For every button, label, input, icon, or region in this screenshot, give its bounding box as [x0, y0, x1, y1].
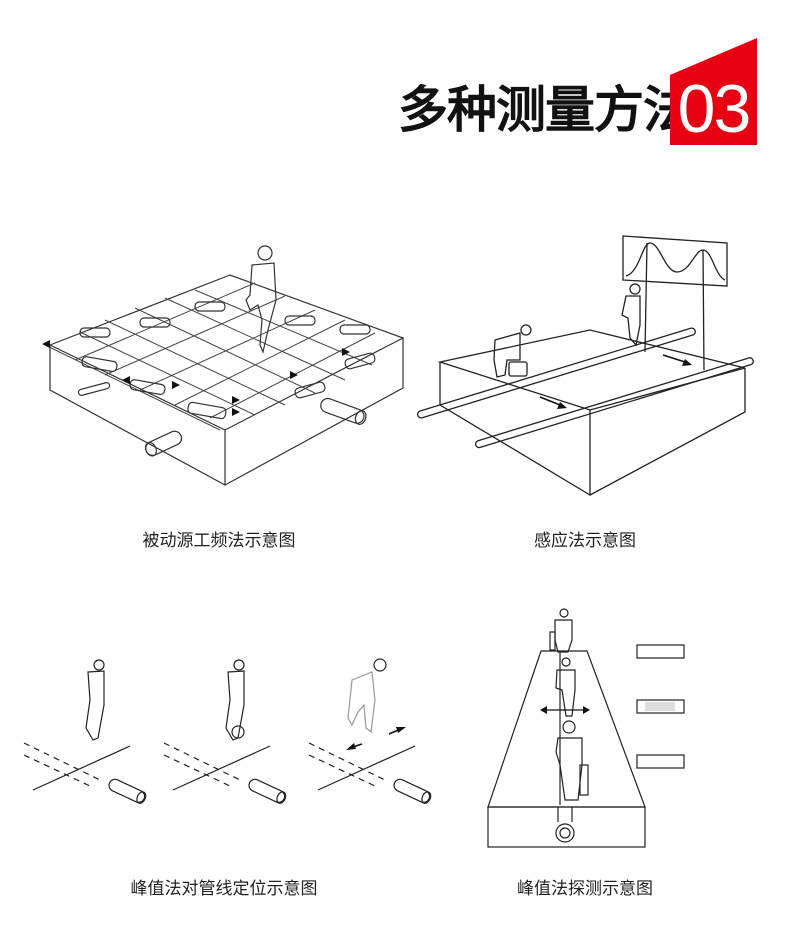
caption-peak-detection: 峰值法探测示意图	[517, 879, 653, 899]
caption-induction: 感应法示意图	[534, 531, 636, 551]
caption-peak-pipeline-positioning: 峰值法对管线定位示意图	[130, 879, 318, 899]
badge-background	[670, 38, 757, 145]
caption-passive-power-frequency: 被动源工频法示意图	[142, 531, 296, 551]
section-number-badge: 03	[677, 71, 752, 147]
page-title: 多种测量方法	[398, 81, 693, 139]
